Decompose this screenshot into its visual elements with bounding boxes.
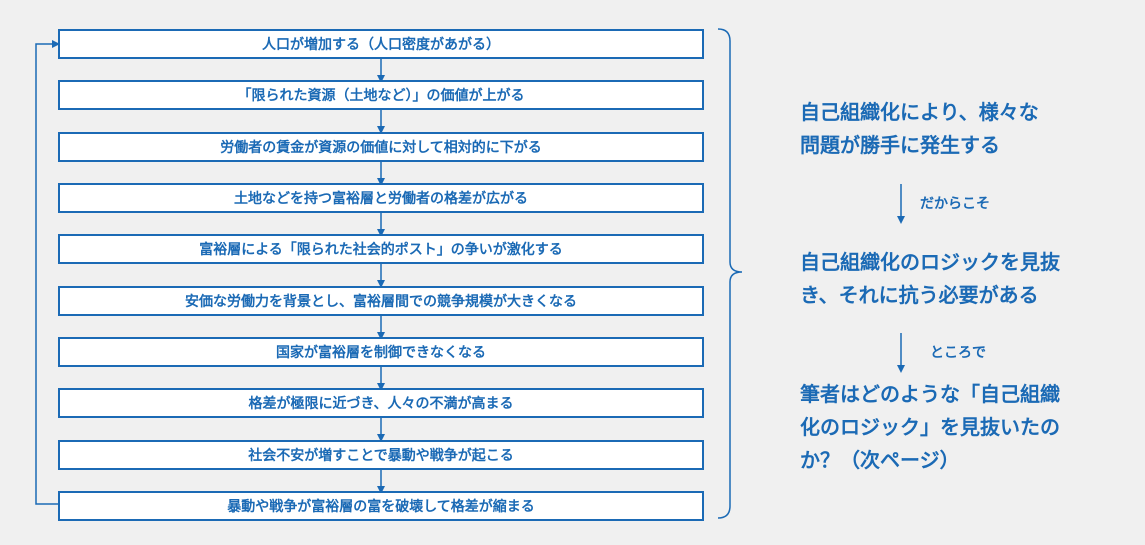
flow-step-6: 安価な労働力を背景とし、富裕層間での競争規模が大きくなる <box>58 286 704 316</box>
flow-step-5: 富裕層による「限られた社会的ポスト」の争いが激化する <box>58 234 704 264</box>
summary-statement-1: 自己組織化により、様々な 問題が勝手に発生する <box>800 96 1130 162</box>
summary-statement-2-line-1: 自己組織化のロジックを見抜 <box>800 250 1060 274</box>
loop-back-arrow <box>35 40 60 505</box>
summary-statement-3: 筆者はどのような「自己組織 化のロジック」を見抜いたの か？（次ページ） <box>800 378 1130 477</box>
connector-label-2: ところで <box>930 345 986 361</box>
connector-label-1: だからこそ <box>920 196 990 212</box>
summary-statement-3-line-3: か？（次ページ） <box>800 448 960 472</box>
summary-statement-1-line-1: 自己組織化により、様々な <box>800 100 1039 124</box>
flow-step-2: 「限られた資源（土地など）」の価値が上がる <box>58 80 704 110</box>
flow-step-4: 土地などを持つ富裕層と労働者の格差が広がる <box>58 183 704 213</box>
flow-step-10: 暴動や戦争が富裕層の富を破壊して格差が縮まる <box>58 491 704 521</box>
summary-statement-1-line-2: 問題が勝手に発生する <box>800 133 1000 157</box>
summary-statement-3-line-2: 化のロジック」を見抜いたの <box>800 415 1060 439</box>
flow-step-1: 人口が増加する（人口密度があがる） <box>58 29 704 59</box>
flow-step-3: 労働者の賃金が資源の価値に対して相対的に下がる <box>58 132 704 162</box>
summary-statement-3-line-1: 筆者はどのような「自己組織 <box>800 382 1060 406</box>
summary-statement-2: 自己組織化のロジックを見抜 き、それに抗う必要がある <box>800 246 1130 312</box>
right-bracket <box>717 28 743 519</box>
flow-step-8: 格差が極限に近づき、人々の不満が高まる <box>58 388 704 418</box>
summary-statement-2-line-2: き、それに抗う必要がある <box>800 283 1039 307</box>
flow-step-9: 社会不安が増すことで暴動や戦争が起こる <box>58 440 704 470</box>
flow-step-7: 国家が富裕層を制御できなくなる <box>58 337 704 367</box>
